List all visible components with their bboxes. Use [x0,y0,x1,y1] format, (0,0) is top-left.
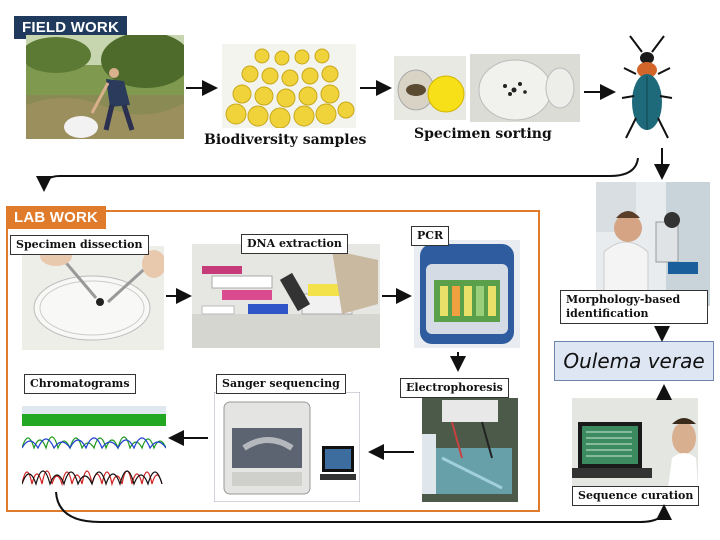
chromatogram-image [22,398,166,492]
electrophoresis-label: Electrophoresis [400,378,509,398]
sanger-sequencing-label: Sanger sequencing [216,374,346,394]
lab-work-frame [6,210,540,512]
specimen-sorting-label: Specimen sorting [414,126,552,142]
species-name: Oulema verae [563,349,705,373]
electrophoresis-photo [422,398,518,502]
sequence-curation-label: Sequence curation [572,486,700,506]
lab-work-title: LAB WORK [6,206,107,229]
field-collection-photo [26,35,184,139]
sanger-sequencer-photo [214,392,360,502]
morphology-photo [596,182,710,306]
beetle-photo [616,34,678,146]
sequence-curation-photo [572,398,698,488]
morphology-label: Morphology-based identification [560,290,708,324]
dna-extraction-label: DNA extraction [241,234,348,254]
species-result-box: Oulema verae [554,341,714,381]
dissection-photo [22,246,164,350]
sample-jars-photo [222,44,356,128]
specimen-dissection-label: Specimen dissection [10,235,149,255]
pcr-photo [414,240,520,348]
pcr-label: PCR [411,226,450,246]
arrow-beetle-to-lab [36,157,639,192]
arrow-chromatograms-to-curation [55,491,672,523]
sorting-dish-photo [470,54,580,122]
chromatograms-label: Chromatograms [24,374,136,394]
dna-extraction-photo [192,244,380,348]
sorting-vial-photo [394,56,466,120]
field-work-title: FIELD WORK [14,16,127,39]
biodiversity-samples-label: Biodiversity samples [204,132,367,148]
morphology-label-text: Morphology-based identification [566,293,681,320]
